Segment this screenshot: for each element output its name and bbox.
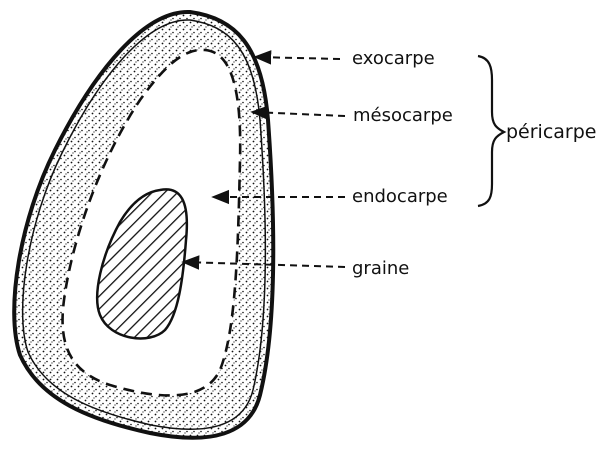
label-exocarpe: exocarpe: [352, 48, 435, 69]
label-pericarpe: péricarpe: [506, 121, 597, 143]
pointer-exocarpe: [255, 57, 340, 59]
label-endocarpe: endocarpe: [352, 186, 448, 207]
label-mesocarpe: mésocarpe: [353, 105, 453, 126]
label-graine: graine: [352, 258, 409, 279]
pericarp-brace: [478, 56, 504, 206]
